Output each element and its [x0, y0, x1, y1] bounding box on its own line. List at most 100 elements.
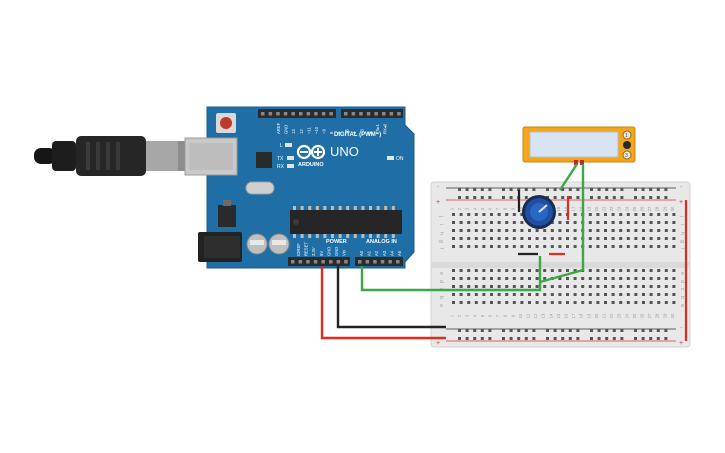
bb-hole[interactable]: [642, 213, 645, 216]
bb-hole[interactable]: [452, 229, 455, 232]
bb-hole[interactable]: [642, 269, 645, 272]
bb-hole[interactable]: [535, 229, 539, 232]
bb-hole[interactable]: [611, 213, 615, 216]
rail-hole[interactable]: [620, 337, 624, 340]
bb-hole[interactable]: [497, 269, 501, 272]
bb-hole[interactable]: [634, 293, 638, 296]
bb-hole[interactable]: [482, 245, 486, 248]
bb-hole[interactable]: [596, 213, 600, 216]
bb-hole[interactable]: [452, 277, 455, 280]
bb-hole[interactable]: [566, 229, 569, 232]
bb-hole[interactable]: [482, 221, 486, 224]
bb-hole[interactable]: [649, 269, 653, 272]
bb-hole[interactable]: [459, 277, 463, 280]
rail-hole[interactable]: [576, 337, 580, 340]
rail-hole[interactable]: [649, 329, 653, 332]
bb-hole[interactable]: [649, 293, 653, 296]
rail-hole[interactable]: [597, 188, 601, 191]
bb-hole[interactable]: [619, 269, 623, 272]
rail-hole[interactable]: [524, 337, 528, 340]
rail-hole[interactable]: [480, 337, 484, 340]
bb-hole[interactable]: [566, 277, 569, 280]
bb-hole[interactable]: [512, 237, 516, 240]
rail-hole[interactable]: [488, 337, 492, 340]
bb-hole[interactable]: [588, 285, 592, 288]
bb-hole[interactable]: [474, 245, 478, 248]
bb-hole[interactable]: [634, 301, 638, 304]
bb-hole[interactable]: [452, 285, 455, 288]
bb-hole[interactable]: [657, 213, 661, 216]
bb-hole[interactable]: [520, 269, 524, 272]
rail-hole[interactable]: [597, 196, 601, 199]
bb-hole[interactable]: [474, 269, 478, 272]
bb-hole[interactable]: [619, 221, 623, 224]
bb-hole[interactable]: [543, 269, 547, 272]
bb-hole[interactable]: [566, 245, 569, 248]
bb-hole[interactable]: [588, 301, 592, 304]
bb-hole[interactable]: [490, 277, 493, 280]
bb-hole[interactable]: [672, 213, 676, 216]
bb-hole[interactable]: [611, 245, 615, 248]
bb-hole[interactable]: [459, 293, 463, 296]
bb-hole[interactable]: [573, 229, 577, 232]
bb-hole[interactable]: [535, 277, 539, 280]
sensor-module[interactable]: 1 3: [522, 126, 636, 165]
bb-hole[interactable]: [573, 221, 577, 224]
bb-hole[interactable]: [634, 237, 638, 240]
bb-hole[interactable]: [626, 293, 630, 296]
bb-hole[interactable]: [664, 269, 668, 272]
bb-hole[interactable]: [657, 245, 661, 248]
bb-hole[interactable]: [528, 269, 531, 272]
bb-hole[interactable]: [634, 221, 638, 224]
bb-hole[interactable]: [619, 277, 623, 280]
rail-hole[interactable]: [546, 188, 549, 191]
bb-hole[interactable]: [459, 245, 463, 248]
rail-hole[interactable]: [502, 337, 505, 340]
bb-hole[interactable]: [596, 269, 600, 272]
bb-hole[interactable]: [482, 213, 486, 216]
bb-hole[interactable]: [619, 285, 623, 288]
bb-hole[interactable]: [657, 277, 661, 280]
bb-hole[interactable]: [626, 213, 630, 216]
bb-hole[interactable]: [664, 245, 668, 248]
bb-hole[interactable]: [566, 301, 569, 304]
rail-hole[interactable]: [465, 329, 469, 332]
bb-hole[interactable]: [642, 293, 645, 296]
bb-hole[interactable]: [649, 229, 653, 232]
rail-hole[interactable]: [480, 329, 484, 332]
reset-button[interactable]: [216, 113, 236, 133]
bb-hole[interactable]: [657, 221, 661, 224]
bb-hole[interactable]: [649, 213, 653, 216]
bb-hole[interactable]: [588, 269, 592, 272]
bb-hole[interactable]: [490, 269, 493, 272]
bb-hole[interactable]: [596, 285, 600, 288]
potentiometer[interactable]: [517, 190, 570, 229]
bb-hole[interactable]: [497, 237, 501, 240]
rail-hole[interactable]: [656, 329, 660, 332]
rail-hole[interactable]: [634, 196, 637, 199]
bb-hole[interactable]: [573, 245, 577, 248]
bb-hole[interactable]: [543, 229, 547, 232]
bb-hole[interactable]: [611, 277, 615, 280]
bb-hole[interactable]: [596, 237, 600, 240]
bb-hole[interactable]: [520, 221, 524, 224]
bb-hole[interactable]: [512, 285, 516, 288]
bb-hole[interactable]: [634, 245, 638, 248]
bb-hole[interactable]: [452, 237, 455, 240]
bb-hole[interactable]: [581, 301, 585, 304]
rail-hole[interactable]: [576, 188, 580, 191]
bb-hole[interactable]: [604, 293, 607, 296]
rail-hole[interactable]: [473, 337, 477, 340]
bb-hole[interactable]: [459, 213, 463, 216]
bb-hole[interactable]: [566, 269, 569, 272]
bb-hole[interactable]: [512, 213, 516, 216]
bb-hole[interactable]: [573, 213, 577, 216]
digital-header[interactable]: [258, 109, 403, 118]
bb-hole[interactable]: [543, 301, 547, 304]
bb-hole[interactable]: [482, 237, 486, 240]
bb-hole[interactable]: [573, 237, 577, 240]
rail-hole[interactable]: [649, 337, 653, 340]
bb-hole[interactable]: [467, 213, 471, 216]
rail-hole[interactable]: [641, 337, 645, 340]
bb-hole[interactable]: [664, 277, 668, 280]
